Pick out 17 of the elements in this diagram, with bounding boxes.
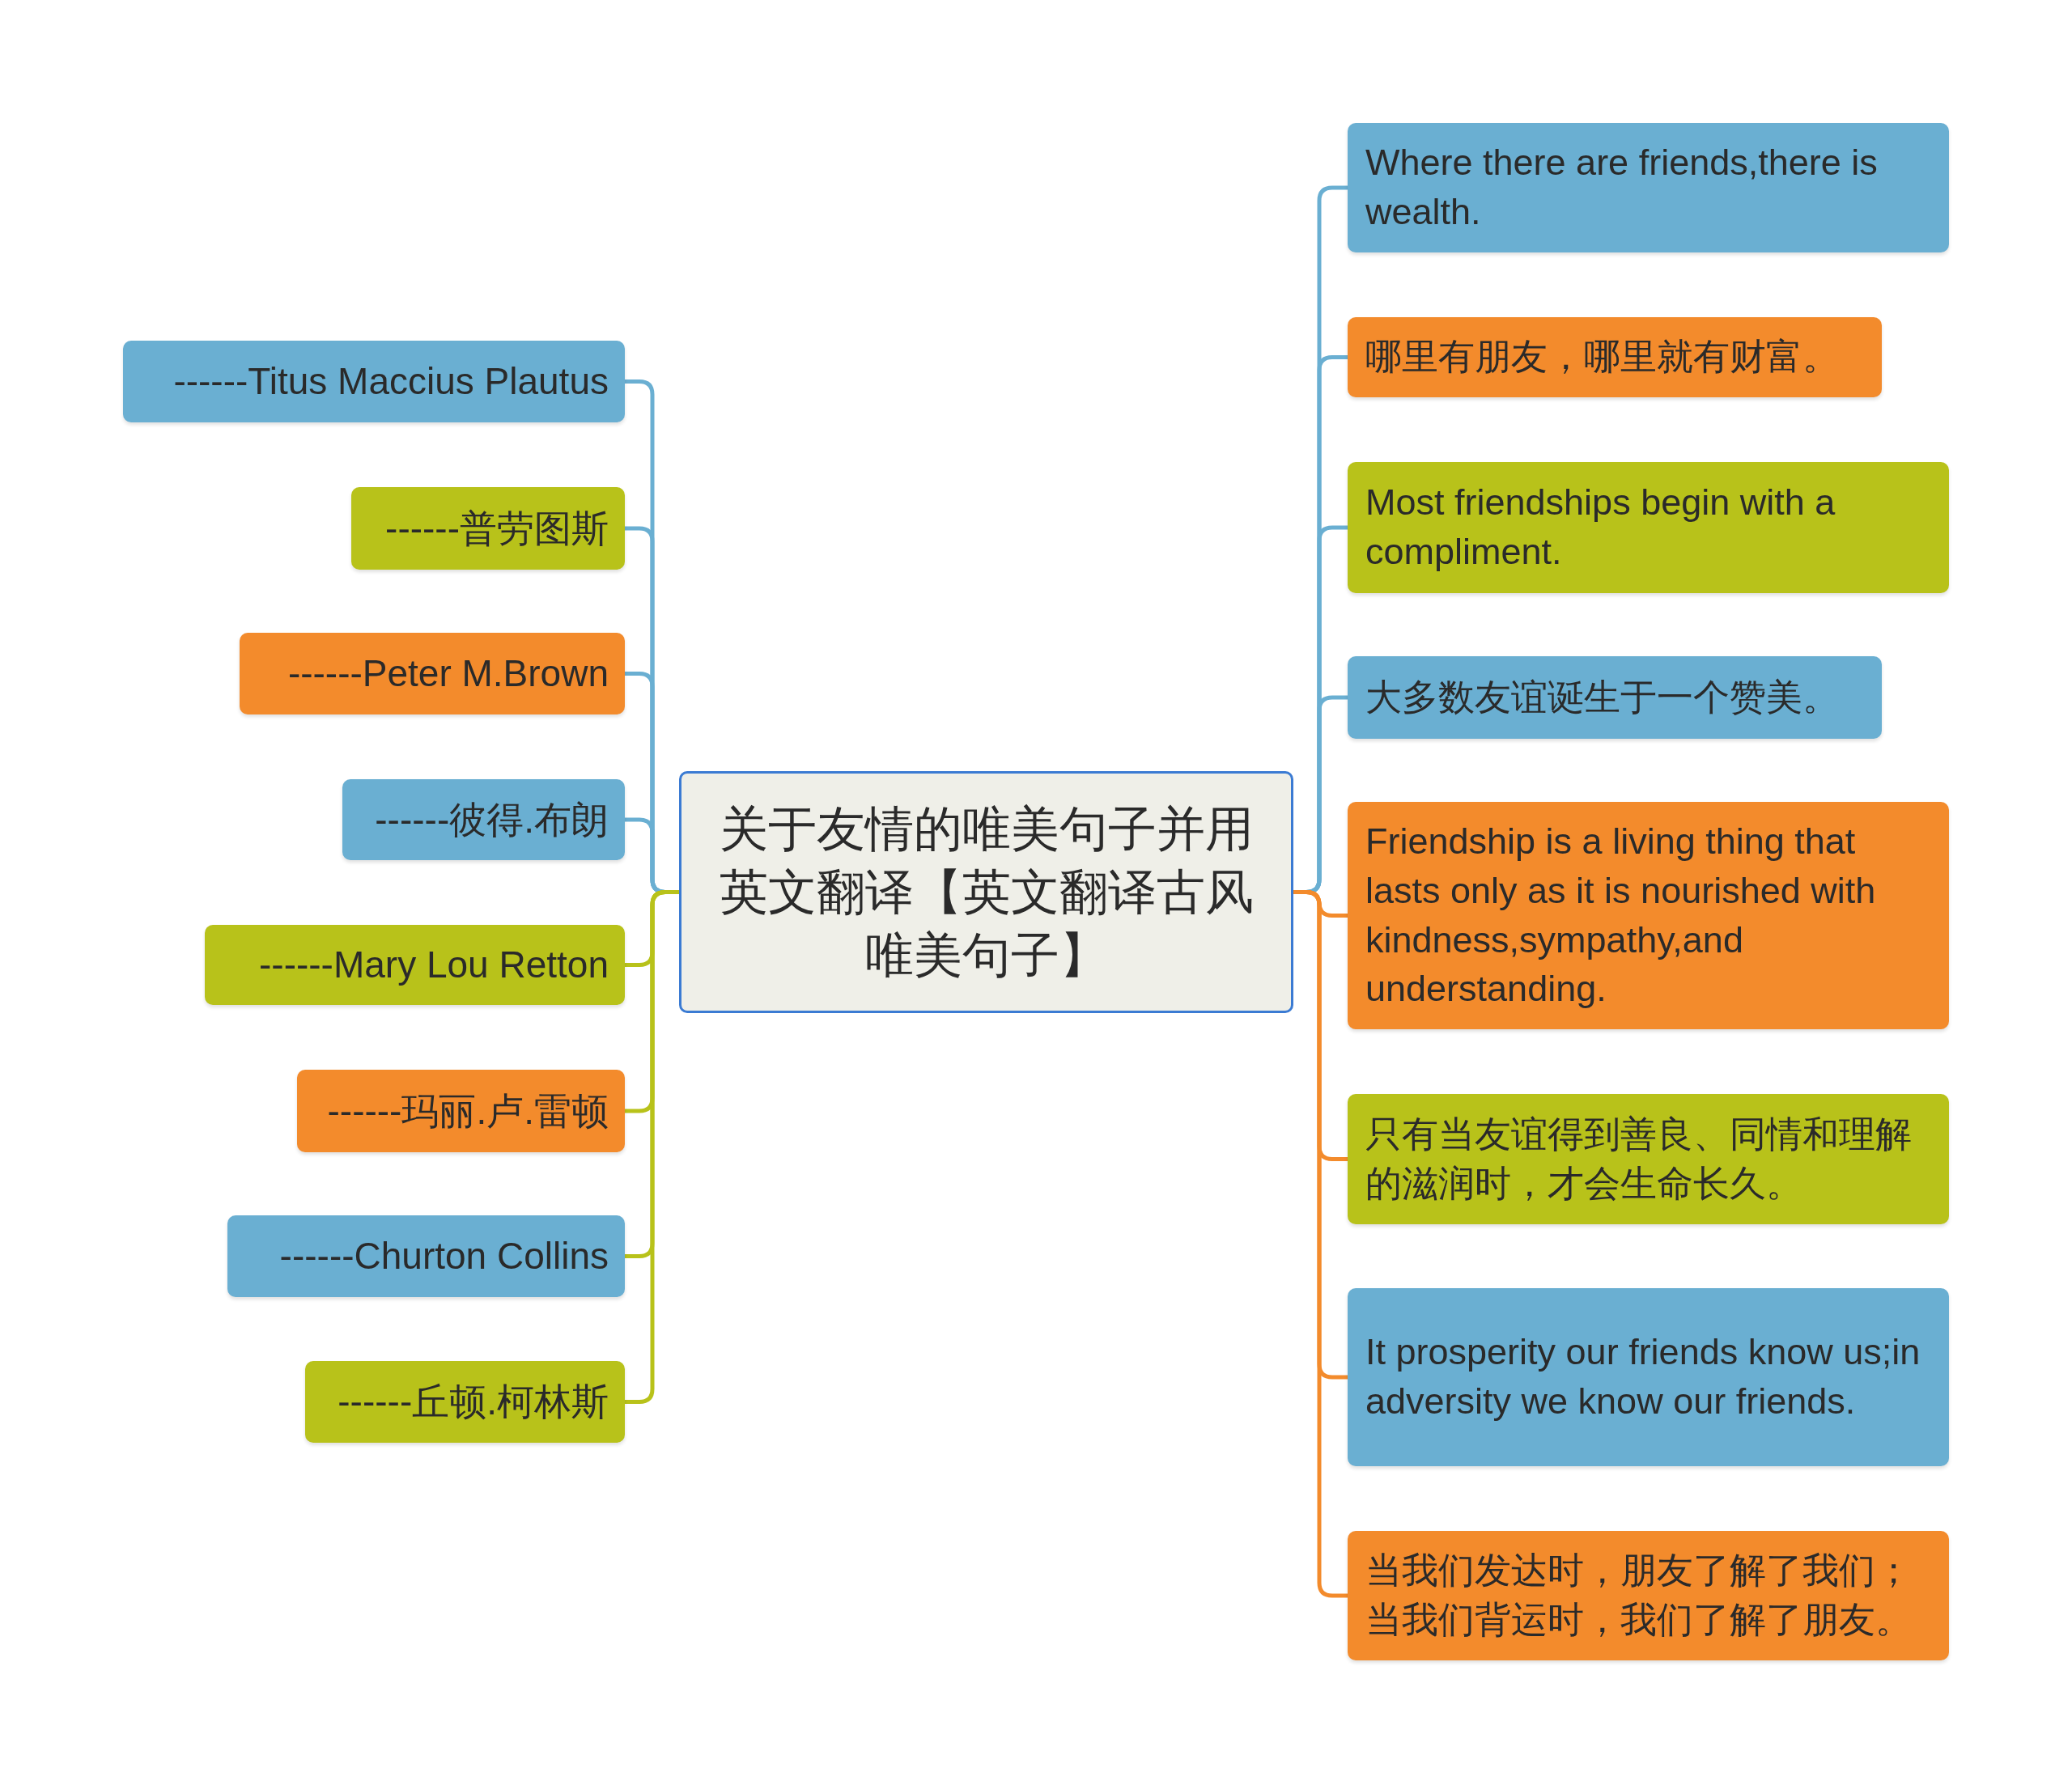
topic-box: 当我们发达时，朋友了解了我们；当我们背运时，我们了解了朋友。 (1348, 1531, 1949, 1660)
topic-box: ------普劳图斯 (351, 487, 625, 570)
topic-box: ------玛丽.卢.雷顿 (297, 1070, 625, 1152)
topic-box: ------Churton Collins (227, 1215, 625, 1297)
topic-box: It prosperity our friends know us;in adversity we know our friends. (1348, 1288, 1949, 1466)
topic-box: ------Titus Maccius Plautus (123, 341, 625, 422)
topic-box: Friendship is a living thing that lasts only as it is nourished with kindness,sympathy,and understanding. (1348, 802, 1949, 1029)
topic-box: 大多数友谊诞生于一个赞美。 (1348, 656, 1882, 739)
topic-box: 哪里有朋友，哪里就有财富。 (1348, 317, 1882, 397)
central-topic-box: 关于友情的唯美句子并用英文翻译【英文翻译古风唯美句子】 (679, 771, 1293, 1013)
topic-box: ------彼得.布朗 (342, 779, 625, 860)
topic-box: ------丘顿.柯林斯 (305, 1361, 625, 1443)
topic-box: ------Mary Lou Retton (205, 925, 625, 1005)
topic-box: Most friendships begin with a compliment. (1348, 462, 1949, 593)
topic-box: 只有当友谊得到善良、同情和理解的滋润时，才会生命长久。 (1348, 1094, 1949, 1224)
topic-box: Where there are friends,there is wealth. (1348, 123, 1949, 252)
topic-box: ------Peter M.Brown (240, 633, 625, 714)
